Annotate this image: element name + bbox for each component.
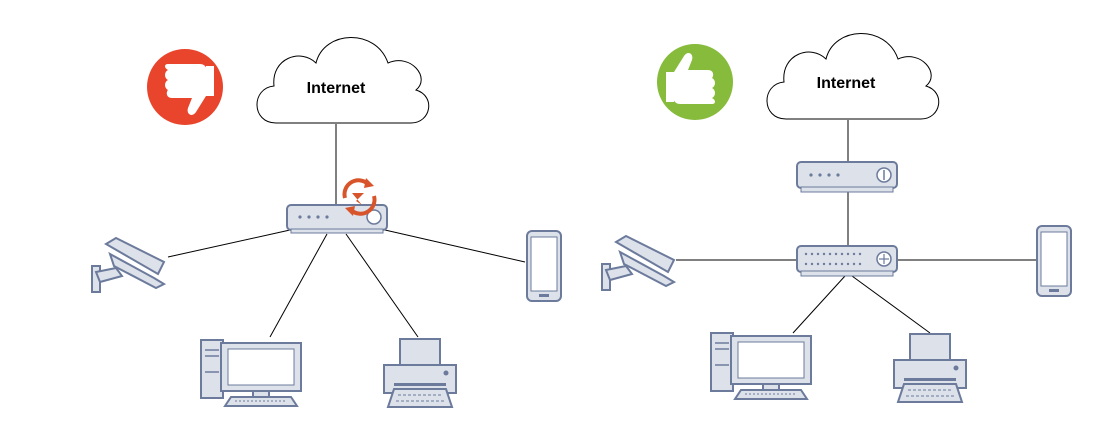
router bbox=[286, 204, 388, 234]
connection-lines bbox=[167, 124, 526, 338]
security-camera-icon bbox=[91, 237, 165, 293]
desktop-computer-icon bbox=[200, 339, 302, 407]
internet-label: Internet bbox=[306, 80, 366, 97]
network-switch bbox=[796, 245, 898, 277]
router bbox=[796, 161, 898, 193]
good-diagram bbox=[601, 32, 1072, 403]
thumbs-down-icon bbox=[147, 49, 223, 125]
desktop-computer-icon bbox=[710, 332, 812, 400]
printer-icon bbox=[383, 338, 457, 408]
smartphone-icon bbox=[526, 230, 562, 302]
bad-diagram bbox=[91, 36, 562, 408]
connection-lines bbox=[676, 120, 1036, 334]
sync-warning-icon bbox=[342, 178, 377, 216]
smartphone-icon bbox=[1036, 225, 1072, 297]
security-camera-icon bbox=[601, 235, 675, 291]
thumbs-up-icon bbox=[657, 44, 733, 120]
internet-label: Internet bbox=[816, 75, 876, 92]
printer-icon bbox=[893, 333, 967, 403]
